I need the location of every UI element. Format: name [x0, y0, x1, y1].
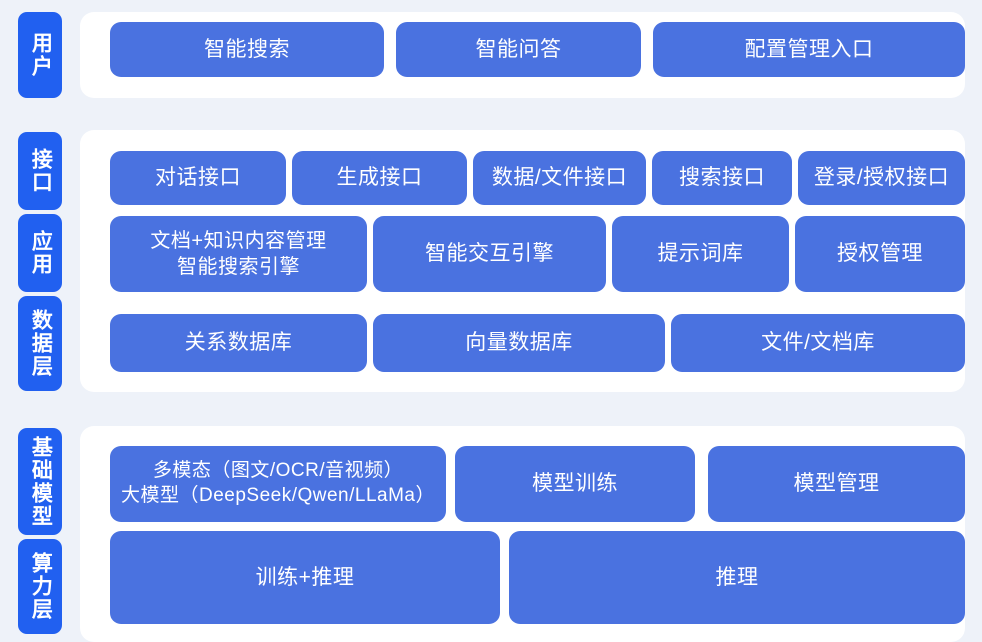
- card-config-entry[interactable]: 配置管理入口: [653, 22, 965, 77]
- rail-tile-application[interactable]: 应用: [18, 214, 62, 292]
- card-search-api[interactable]: 搜索接口: [652, 151, 792, 205]
- card-dialog-api-label: 对话接口: [155, 166, 241, 190]
- rail-tile-data-label: 数据层: [29, 309, 53, 378]
- rail-tile-interface-label: 接口: [29, 148, 53, 194]
- card-doc-knowledge-label-2: 智能搜索引擎: [177, 256, 300, 278]
- card-smart-qa-label: 智能问答: [475, 37, 562, 61]
- rail-tile-data[interactable]: 数据层: [18, 296, 62, 391]
- section-user: 用户 智能搜索 智能问答 配置管理入口: [0, 0, 982, 108]
- rail-column-platform: 接口 应用 数据层: [0, 118, 62, 400]
- card-infer[interactable]: 推理: [509, 531, 965, 624]
- card-multimodal-llm[interactable]: 多模态（图文/OCR/音视频） 大模型（DeepSeek/Qwen/LLaMa）: [110, 446, 446, 522]
- card-file-doc-store-label: 文件/文档库: [761, 331, 875, 355]
- card-smart-qa[interactable]: 智能问答: [396, 22, 641, 77]
- card-doc-knowledge-label-1: 文档+知识内容管理: [150, 230, 327, 252]
- card-search-api-label: 搜索接口: [679, 166, 765, 190]
- card-doc-knowledge[interactable]: 文档+知识内容管理 智能搜索引擎: [110, 216, 367, 292]
- section-foundation: 基础模型 算力层 多模态（图文/OCR/音视频） 大模型（DeepSeek/Qw…: [0, 414, 982, 642]
- rail-tile-user[interactable]: 用户: [18, 12, 62, 98]
- card-smart-search-label: 智能搜索: [204, 37, 290, 61]
- card-vector-db-label: 向量数据库: [465, 331, 573, 355]
- card-prompt-library-label: 提示词库: [657, 242, 744, 266]
- card-model-management[interactable]: 模型管理: [708, 446, 965, 522]
- card-model-training-label: 模型训练: [532, 472, 618, 496]
- card-vector-db[interactable]: 向量数据库: [373, 314, 665, 372]
- card-interaction-engine[interactable]: 智能交互引擎: [373, 216, 606, 292]
- rail-tile-interface[interactable]: 接口: [18, 132, 62, 210]
- card-train-infer[interactable]: 训练+推理: [110, 531, 500, 624]
- card-smart-search[interactable]: 智能搜索: [110, 22, 384, 77]
- rail-tile-foundation-model[interactable]: 基础模型: [18, 428, 62, 535]
- card-relational-db[interactable]: 关系数据库: [110, 314, 367, 372]
- card-generate-api-label: 生成接口: [336, 166, 423, 190]
- card-file-doc-store[interactable]: 文件/文档库: [671, 314, 965, 372]
- card-multimodal-llm-label-2: 大模型（DeepSeek/Qwen/LLaMa）: [120, 485, 435, 506]
- rail-tile-compute[interactable]: 算力层: [18, 539, 62, 634]
- rail-tile-user-label: 用户: [29, 32, 53, 78]
- card-multimodal-llm-label-1: 多模态（图文/OCR/音视频）: [152, 460, 404, 482]
- card-infer-label: 推理: [715, 565, 759, 589]
- rail-column-user: 用户: [0, 0, 62, 108]
- card-model-management-label: 模型管理: [793, 472, 880, 496]
- card-prompt-library[interactable]: 提示词库: [612, 216, 789, 292]
- card-train-infer-label: 训练+推理: [255, 565, 355, 589]
- rail-tile-foundation-model-label: 基础模型: [29, 435, 53, 528]
- card-config-entry-label: 配置管理入口: [744, 37, 874, 61]
- card-generate-api[interactable]: 生成接口: [292, 151, 467, 205]
- card-data-file-api[interactable]: 数据/文件接口: [473, 151, 646, 205]
- card-login-auth-api-label: 登录/授权接口: [813, 166, 950, 190]
- rail-column-foundation: 基础模型 算力层: [0, 414, 62, 642]
- card-relational-db-label: 关系数据库: [184, 331, 293, 355]
- card-model-training[interactable]: 模型训练: [455, 446, 695, 522]
- card-data-file-api-label: 数据/文件接口: [491, 166, 628, 190]
- card-auth-management-label: 授权管理: [837, 242, 923, 266]
- rail-tile-compute-label: 算力层: [29, 552, 53, 621]
- card-auth-management[interactable]: 授权管理: [795, 216, 965, 292]
- rail-tile-application-label: 应用: [29, 230, 53, 276]
- card-login-auth-api[interactable]: 登录/授权接口: [798, 151, 965, 205]
- card-interaction-engine-label: 智能交互引擎: [425, 242, 554, 266]
- section-platform: 接口 应用 数据层 对话接口 生成接口 数据/文件接口 搜索接口 登录/授权接口: [0, 118, 982, 400]
- card-dialog-api[interactable]: 对话接口: [110, 151, 286, 205]
